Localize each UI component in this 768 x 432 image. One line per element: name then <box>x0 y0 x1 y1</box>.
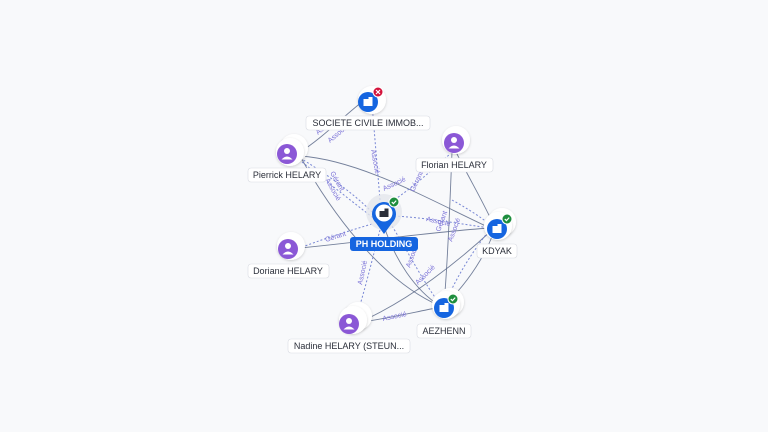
node-center-ph-holding[interactable]: PH HOLDING <box>350 194 418 251</box>
building-icon <box>492 224 502 233</box>
status-active-icon <box>501 213 513 225</box>
node-label: Doriane HELARY <box>253 266 323 276</box>
check-icon <box>391 200 397 205</box>
check-icon <box>450 297 456 302</box>
node-sci-label-bg <box>305 115 431 131</box>
edge-label-associe: Associé <box>426 216 452 228</box>
building-icon <box>363 97 373 106</box>
node-label: KDYAK <box>482 246 512 256</box>
node-kdyak[interactable]: KDYAK <box>476 208 518 259</box>
node-florian[interactable]: Florian HELARY <box>415 126 494 173</box>
edge-nadine-kdyak <box>359 229 493 323</box>
edge-label-gerant: Gérant <box>409 170 424 192</box>
node-doriane[interactable]: Doriane HELARY <box>247 232 330 279</box>
edge-label-associe: Associé <box>382 311 408 323</box>
building-icon <box>379 208 389 217</box>
edge-label-associe: Associé <box>369 149 380 174</box>
node-label: SOCIETE CIVILE IMMOB... <box>312 118 423 128</box>
center-label-bg <box>350 237 418 251</box>
check-icon <box>504 217 510 222</box>
edge-label-associe: Associé <box>382 176 407 193</box>
node-label: Florian HELARY <box>421 160 487 170</box>
edge-kdyak-aezhenn-dash <box>445 231 489 303</box>
node-nadine[interactable]: Nadine HELARY (STEUN... <box>287 302 411 354</box>
node-label: Nadine HELARY (STEUN... <box>294 341 404 351</box>
edge-label-associe: Associé <box>357 260 369 286</box>
node-pierrick[interactable]: Pierrick HELARY <box>247 134 327 183</box>
edge-label-associe: Associé <box>414 264 436 286</box>
status-active-icon <box>447 293 459 305</box>
status-active-icon <box>388 196 400 208</box>
edge-pierrick-kdyak <box>299 155 491 229</box>
center-label: PH HOLDING <box>356 239 413 249</box>
building-icon <box>439 303 449 312</box>
edge-center-pierrick <box>299 157 373 213</box>
edge-center-aezhenn-solid <box>383 225 441 307</box>
cross-icon <box>375 89 381 95</box>
node-label: Pierrick HELARY <box>253 170 321 180</box>
edge-center-doriane <box>299 223 373 249</box>
node-label: AEZHENN <box>422 326 465 336</box>
edge-doriane-kdyak <box>299 227 491 249</box>
node-aezhenn[interactable]: AEZHENN <box>416 288 472 339</box>
node-sci[interactable]: SOCIETE CIVILE IMMOB... <box>305 86 431 131</box>
edge-label-gerant: Gérant <box>324 231 347 244</box>
